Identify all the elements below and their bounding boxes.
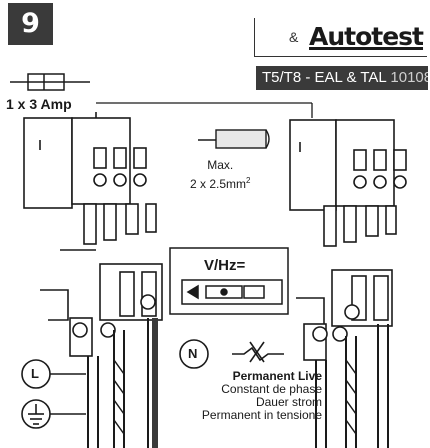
fuse-label: 1 x 3 Amp: [6, 96, 72, 112]
live-terminal: [21, 359, 86, 389]
permanent-live-it: Permanent in tensione: [201, 408, 322, 422]
wire-spec-line2: 2 x 2.5mm2: [190, 176, 251, 191]
neutral-label: N: [188, 346, 198, 361]
step-number: 9: [8, 3, 53, 45]
permanent-live-text: Permanent Live Constant de phase Dauer s…: [160, 370, 322, 422]
product-code: T5/T8 - EAL & TAL: [262, 69, 387, 86]
right-terminal-block: [296, 269, 393, 361]
left-fuse-holder: [23, 112, 157, 251]
permanent-live-en: Permanent Live: [232, 369, 322, 383]
crossed-wire-icon: [232, 341, 284, 363]
brand-name: Autotest: [309, 22, 424, 51]
live-label: L: [31, 366, 39, 381]
brand-logo: & Autotest: [254, 18, 427, 57]
permanent-live-de: Dauer strom: [255, 395, 322, 409]
left-terminal-block: [40, 263, 163, 357]
product-number: 10108: [390, 69, 428, 86]
earth-icon: [21, 399, 86, 429]
right-fuse-holder: [289, 119, 407, 247]
brand-ampersand: &: [289, 29, 299, 45]
wire-spec-line1: Max.: [207, 158, 234, 172]
left-cables: [87, 318, 158, 448]
wire-spec: Max. 2 x 2.5mm2: [190, 158, 250, 192]
fuse-symbol: [10, 73, 90, 91]
vhz-label: V/Hz=: [204, 257, 246, 274]
right-cables: [315, 324, 389, 448]
product-code-bar: T5/T8 - EAL & TAL 10108J & D: [256, 66, 428, 90]
wire-strip-icon: [198, 129, 270, 149]
permanent-live-fr: Constant de phase: [221, 382, 322, 396]
vhz-box: [169, 247, 289, 315]
neutral-terminal: [179, 339, 209, 369]
